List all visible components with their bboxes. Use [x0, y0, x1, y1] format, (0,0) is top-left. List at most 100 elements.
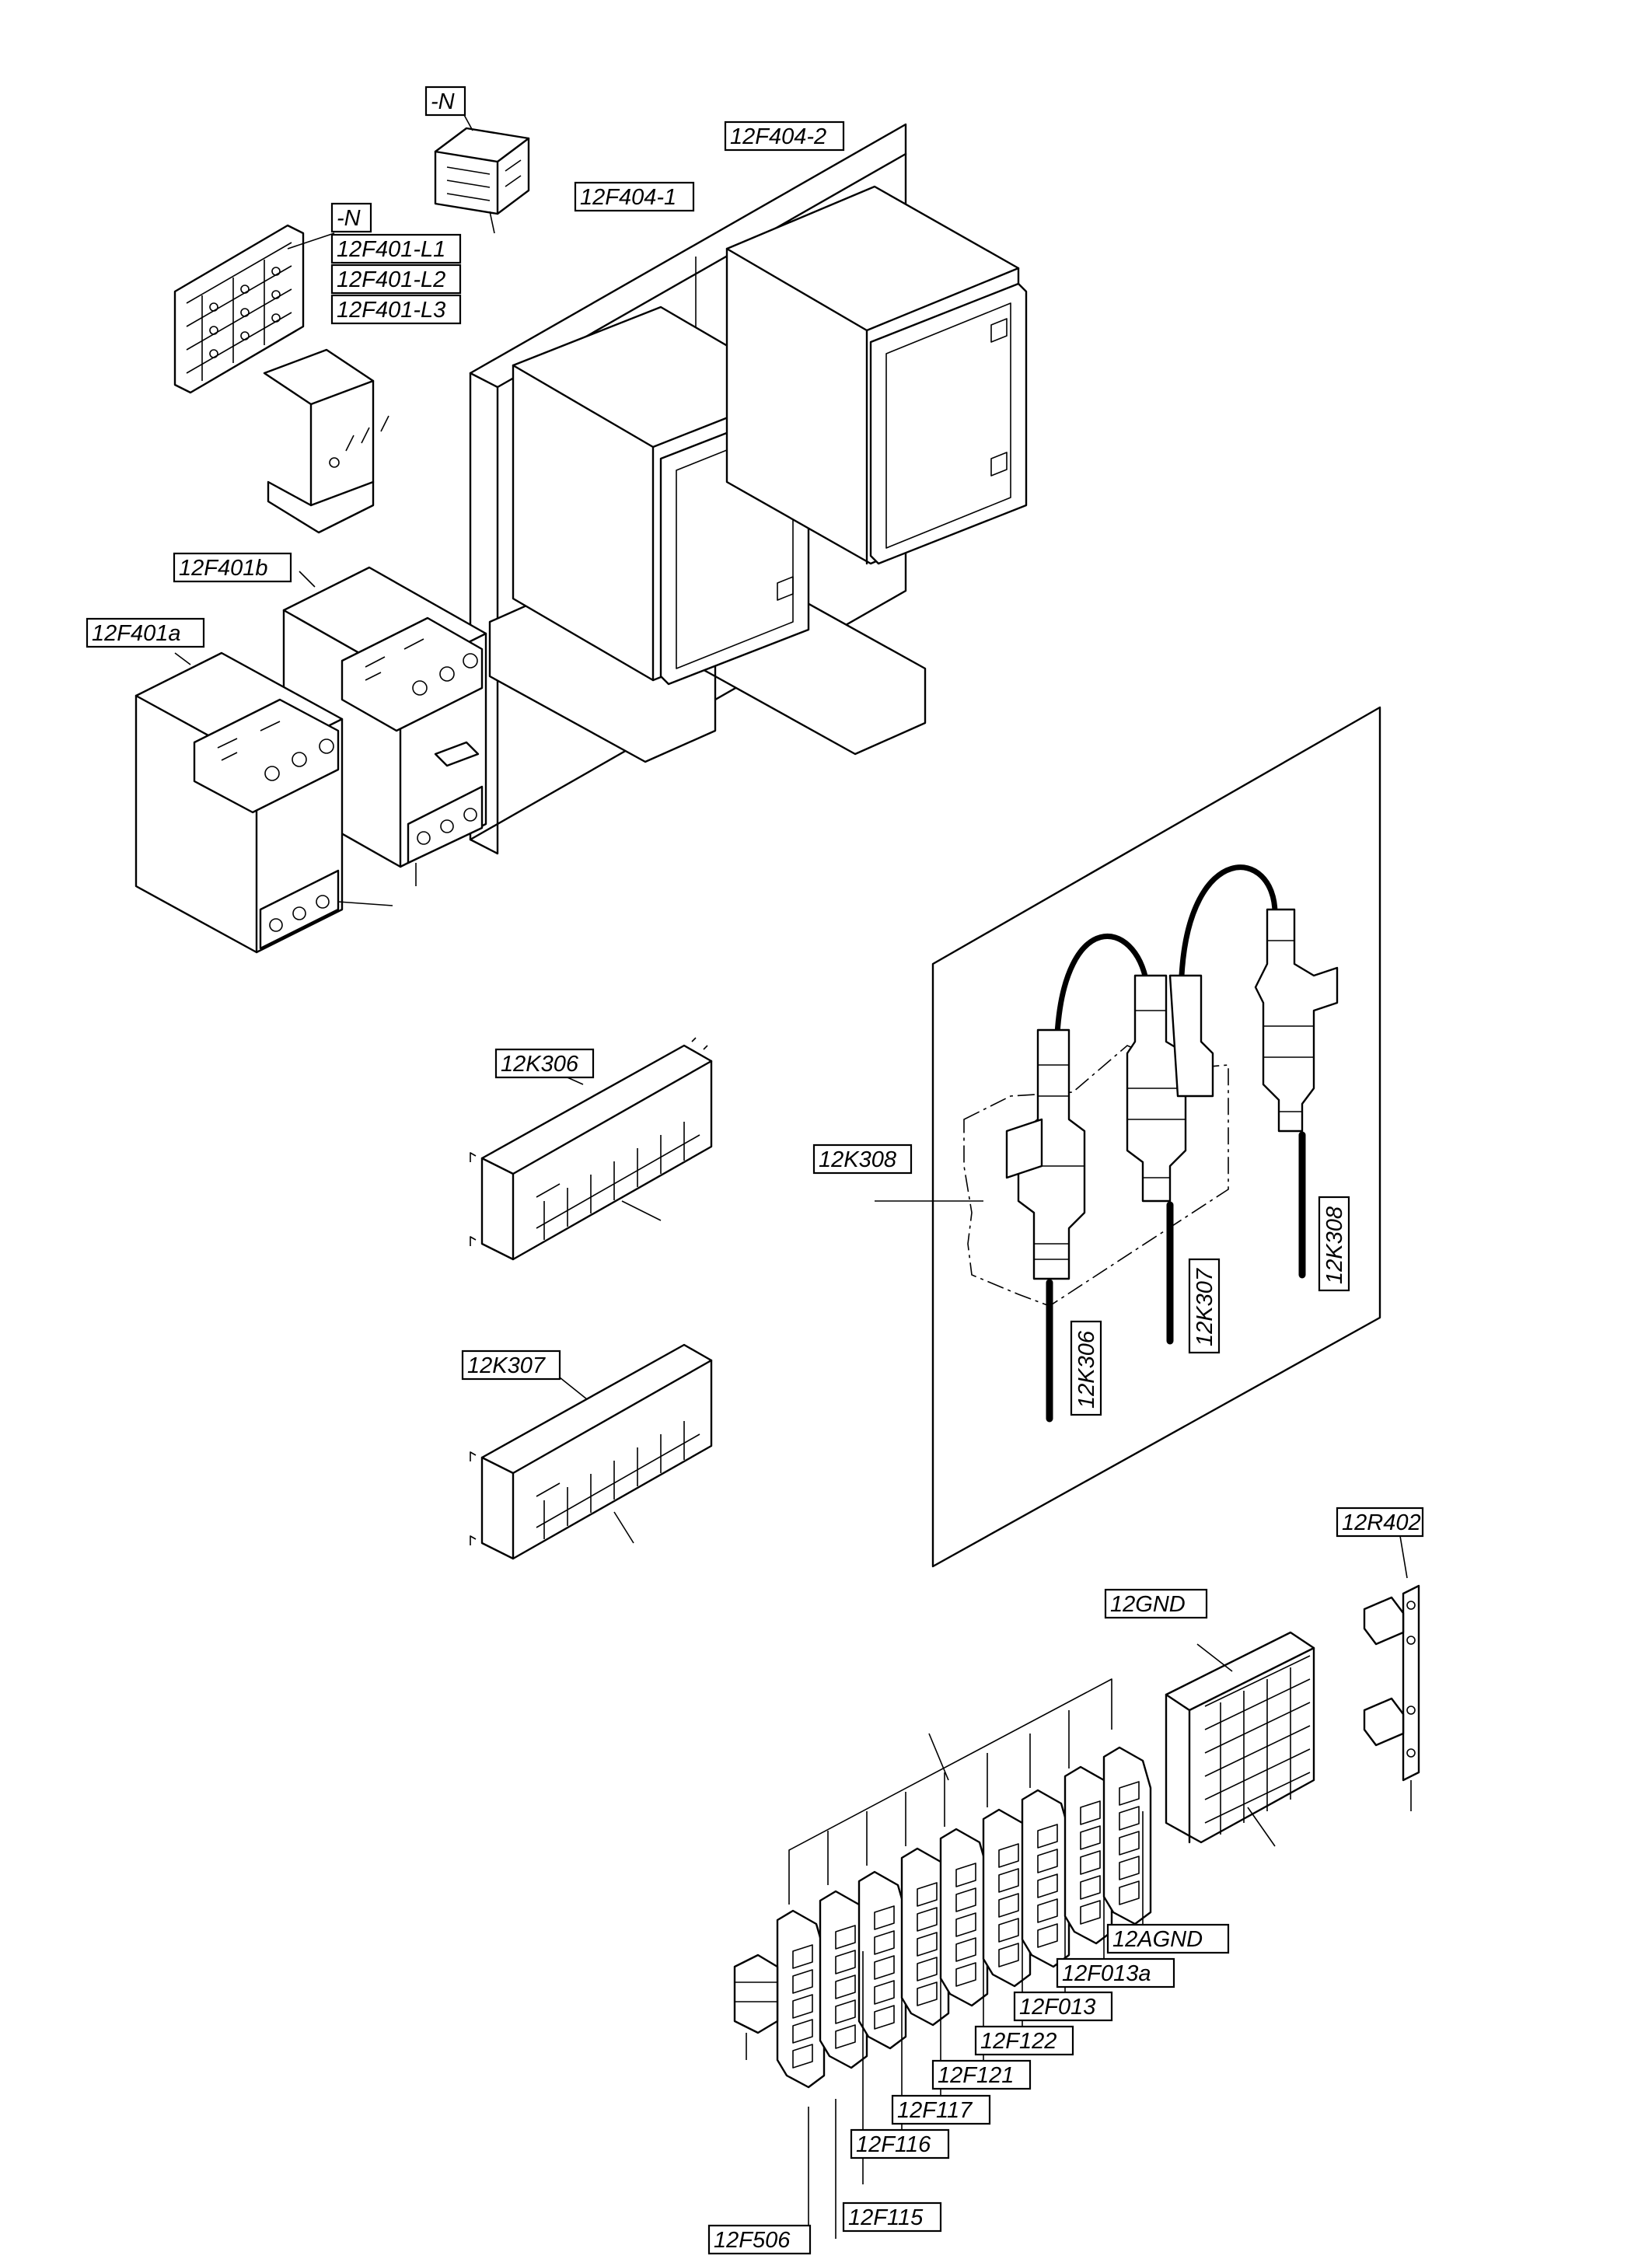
label-text: 12F401-L1 — [337, 237, 445, 262]
busbar-comb-part — [173, 224, 335, 394]
terminal-clamp — [1080, 1800, 1101, 1825]
terminal-clamp — [874, 1955, 895, 1980]
label-text: 12F013 — [1019, 1995, 1095, 2020]
terminal-clamp — [792, 1969, 813, 1994]
label-n-left: -N — [330, 202, 372, 233]
label-k308: 12K308 — [812, 1143, 913, 1175]
terminal-clamp — [1080, 1900, 1101, 1925]
label-text: 12K306 — [1074, 1330, 1099, 1409]
terminal-clamp — [874, 2005, 895, 2030]
terminal-clamp — [874, 1980, 895, 2005]
label-f404-2: 12F404-2 — [724, 120, 845, 152]
terminal-clamp — [874, 1930, 895, 1955]
label-text: 12F115 — [848, 2205, 924, 2230]
breaker-12f401a — [134, 651, 393, 954]
terminal-clamp — [998, 1943, 1019, 1967]
terminal-clamp — [955, 1912, 976, 1937]
label-k306-v: 12K306 — [1070, 1320, 1102, 1416]
terminal-clamp — [998, 1843, 1019, 1868]
terminal-clamp — [792, 2044, 813, 2069]
label-text: 12K308 — [819, 1147, 896, 1172]
terminal-clamp — [835, 1999, 856, 2024]
terminal-clamp — [1037, 1898, 1058, 1923]
label-f401-l1: 12F401-L1 — [330, 233, 462, 264]
terminal-clamp — [1119, 1781, 1140, 1806]
terminal-clamp — [917, 1907, 938, 1932]
terminal-clamp — [917, 1932, 938, 1957]
label-text: 12F401-L3 — [337, 298, 445, 323]
terminal-clamp — [874, 1905, 895, 1930]
terminal-clamp — [955, 1962, 976, 1987]
terminal-clamp — [955, 1887, 976, 1912]
label-f013: 12F013 — [1013, 1991, 1113, 2022]
label-text: 12K307 — [1193, 1267, 1217, 1346]
label-f401b: 12F401b — [173, 552, 292, 583]
terminal-clamp — [998, 1893, 1019, 1918]
label-k308-v: 12K308 — [1318, 1196, 1350, 1292]
terminal-clamp — [792, 1994, 813, 2019]
label-f116: 12F116 — [850, 2128, 950, 2159]
label-f401-l3: 12F401-L3 — [330, 294, 462, 325]
label-text: 12F116 — [856, 2132, 931, 2157]
label-text: 12F404-1 — [580, 185, 676, 210]
label-f401-l2: 12F401-L2 — [330, 264, 462, 295]
label-text: 12F117 — [897, 2098, 973, 2123]
label-text: 12AGND — [1112, 1927, 1203, 1952]
terminal-clamp — [998, 1918, 1019, 1943]
terminal-clamp — [792, 1944, 813, 1969]
enclosure-12f404-2 — [725, 185, 1028, 565]
relay-module-12k306 — [470, 1037, 713, 1261]
label-text: -N — [431, 89, 455, 114]
label-text: 12K308 — [1322, 1206, 1347, 1284]
terminal-clamp — [1037, 1824, 1058, 1849]
terminal-row-part — [776, 1746, 1152, 2089]
label-text: 12F121 — [938, 2063, 1014, 2088]
terminal-block-12gnd — [1165, 1631, 1315, 1847]
terminal-clamp — [792, 2019, 813, 2044]
label-f117: 12F117 — [891, 2094, 991, 2125]
label-text: 12F506 — [714, 2228, 791, 2253]
label-gnd: 12GND — [1104, 1588, 1208, 1619]
terminal-clamp — [1080, 1825, 1101, 1850]
terminal-clamp — [835, 2024, 856, 2049]
label-text: 12F401a — [92, 621, 181, 646]
label-f115: 12F115 — [842, 2201, 942, 2233]
terminal-clamp — [835, 1925, 856, 1950]
label-text: 12K307 — [467, 1353, 547, 1378]
label-r402: 12R402 — [1336, 1507, 1424, 1538]
terminal-clamp — [1080, 1850, 1101, 1875]
labels-layer: -N -N 12F401-L1 12F401-L2 12F401-L3 12F404-1 1… — [86, 86, 1424, 2255]
terminal-clamp — [1037, 1849, 1058, 1873]
label-f506: 12F506 — [707, 2224, 812, 2255]
terminal-clamp — [998, 1868, 1019, 1893]
terminal-clamp — [835, 1974, 856, 1999]
label-text: 12F122 — [980, 2029, 1057, 2054]
label-text: 12GND — [1110, 1592, 1186, 1617]
cover-profile-part — [263, 348, 389, 534]
label-k306: 12K306 — [494, 1048, 595, 1079]
detail-frame-12k308 — [875, 706, 1381, 1568]
terminal-clamp — [1037, 1923, 1058, 1948]
label-text: 12R402 — [1342, 1510, 1421, 1535]
terminal-clamp — [917, 1882, 938, 1907]
label-f404-1: 12F404-1 — [574, 181, 695, 212]
terminal-clamp — [955, 1863, 976, 1887]
terminal-clamp — [955, 1937, 976, 1962]
label-n-top: -N — [424, 86, 466, 117]
terminal-clamp — [1119, 1806, 1140, 1831]
label-text: -N — [337, 206, 361, 231]
terminal-clamp — [1037, 1873, 1058, 1898]
label-f401a: 12F401a — [86, 617, 205, 648]
label-text: 12F013a — [1062, 1961, 1151, 1986]
terminal-clamp — [917, 1981, 938, 2006]
terminal-n-top-part — [434, 104, 530, 234]
label-text: 12F401-L2 — [337, 267, 445, 292]
label-text: 12F404-2 — [730, 124, 826, 149]
terminal-clamp — [1080, 1875, 1101, 1900]
terminal-clamp — [835, 1950, 856, 1974]
label-f013a: 12F013a — [1056, 1957, 1175, 1988]
label-k307: 12K307 — [461, 1349, 561, 1381]
label-k307-v: 12K307 — [1188, 1258, 1221, 1354]
